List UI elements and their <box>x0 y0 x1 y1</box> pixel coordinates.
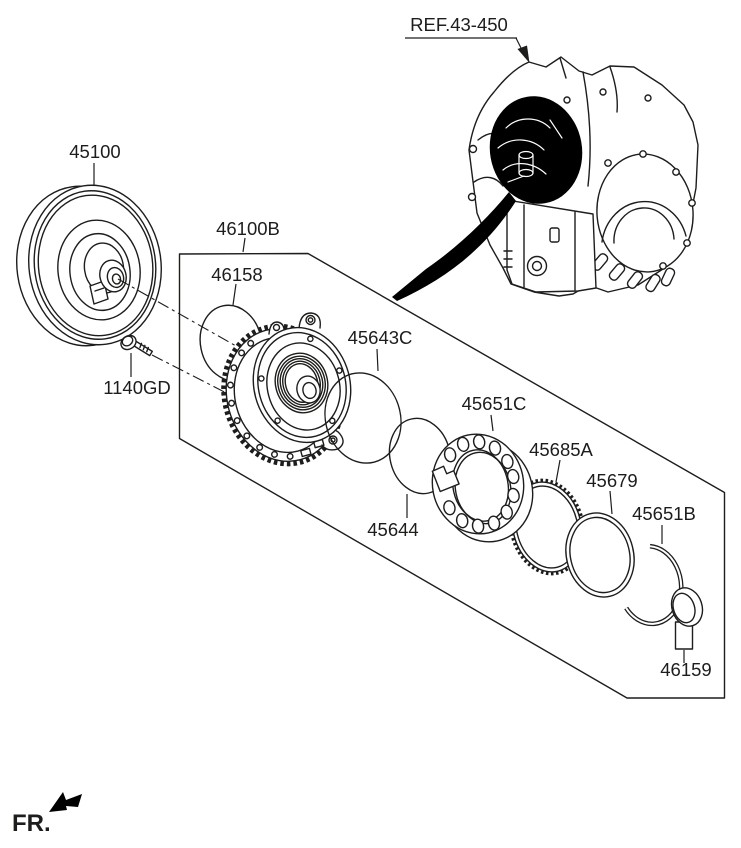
parts-box <box>178 252 726 699</box>
o-ring-45643C-drawing <box>324 372 402 464</box>
highlight-inner-lines <box>497 118 563 183</box>
clutch-retainer-45651C-drawing <box>431 433 534 543</box>
part-label-45644[interactable]: 45644 <box>367 519 418 540</box>
part-label-45651B[interactable]: 45651B <box>632 503 696 524</box>
part-label-45100[interactable]: 45100 <box>69 141 120 162</box>
assembly-box-label[interactable]: 46100B <box>216 218 280 239</box>
ref-link[interactable]: REF.43-450 <box>405 14 530 63</box>
transmission-drawing <box>392 56 699 301</box>
torque-converter-drawing <box>16 184 162 347</box>
part-label-45679[interactable]: 45679 <box>586 470 637 491</box>
fr-arrow-icon <box>49 792 82 812</box>
part-label-46159[interactable]: 46159 <box>660 659 711 680</box>
part-label-45651C[interactable]: 45651C <box>462 393 527 414</box>
oil-pump-drawing <box>221 312 352 467</box>
highlight-swoosh <box>392 192 516 301</box>
part-label-46158[interactable]: 46158 <box>211 264 262 285</box>
part-label-45643C[interactable]: 45643C <box>348 327 413 348</box>
cover-bosses <box>591 253 676 293</box>
ref-arrow-icon <box>517 45 530 63</box>
fr-label: FR. <box>12 810 51 837</box>
part-label-1140GD[interactable]: 1140GD <box>103 377 171 398</box>
orientation-marker: FR. <box>12 792 82 837</box>
oil-seal-46159-drawing <box>670 587 704 650</box>
bolt-drawing <box>120 334 153 357</box>
part-label-45685A[interactable]: 45685A <box>529 439 593 460</box>
ring-45679-drawing <box>565 512 635 598</box>
ref-link-label[interactable]: REF.43-450 <box>410 14 508 35</box>
leader-lines <box>93 163 685 663</box>
